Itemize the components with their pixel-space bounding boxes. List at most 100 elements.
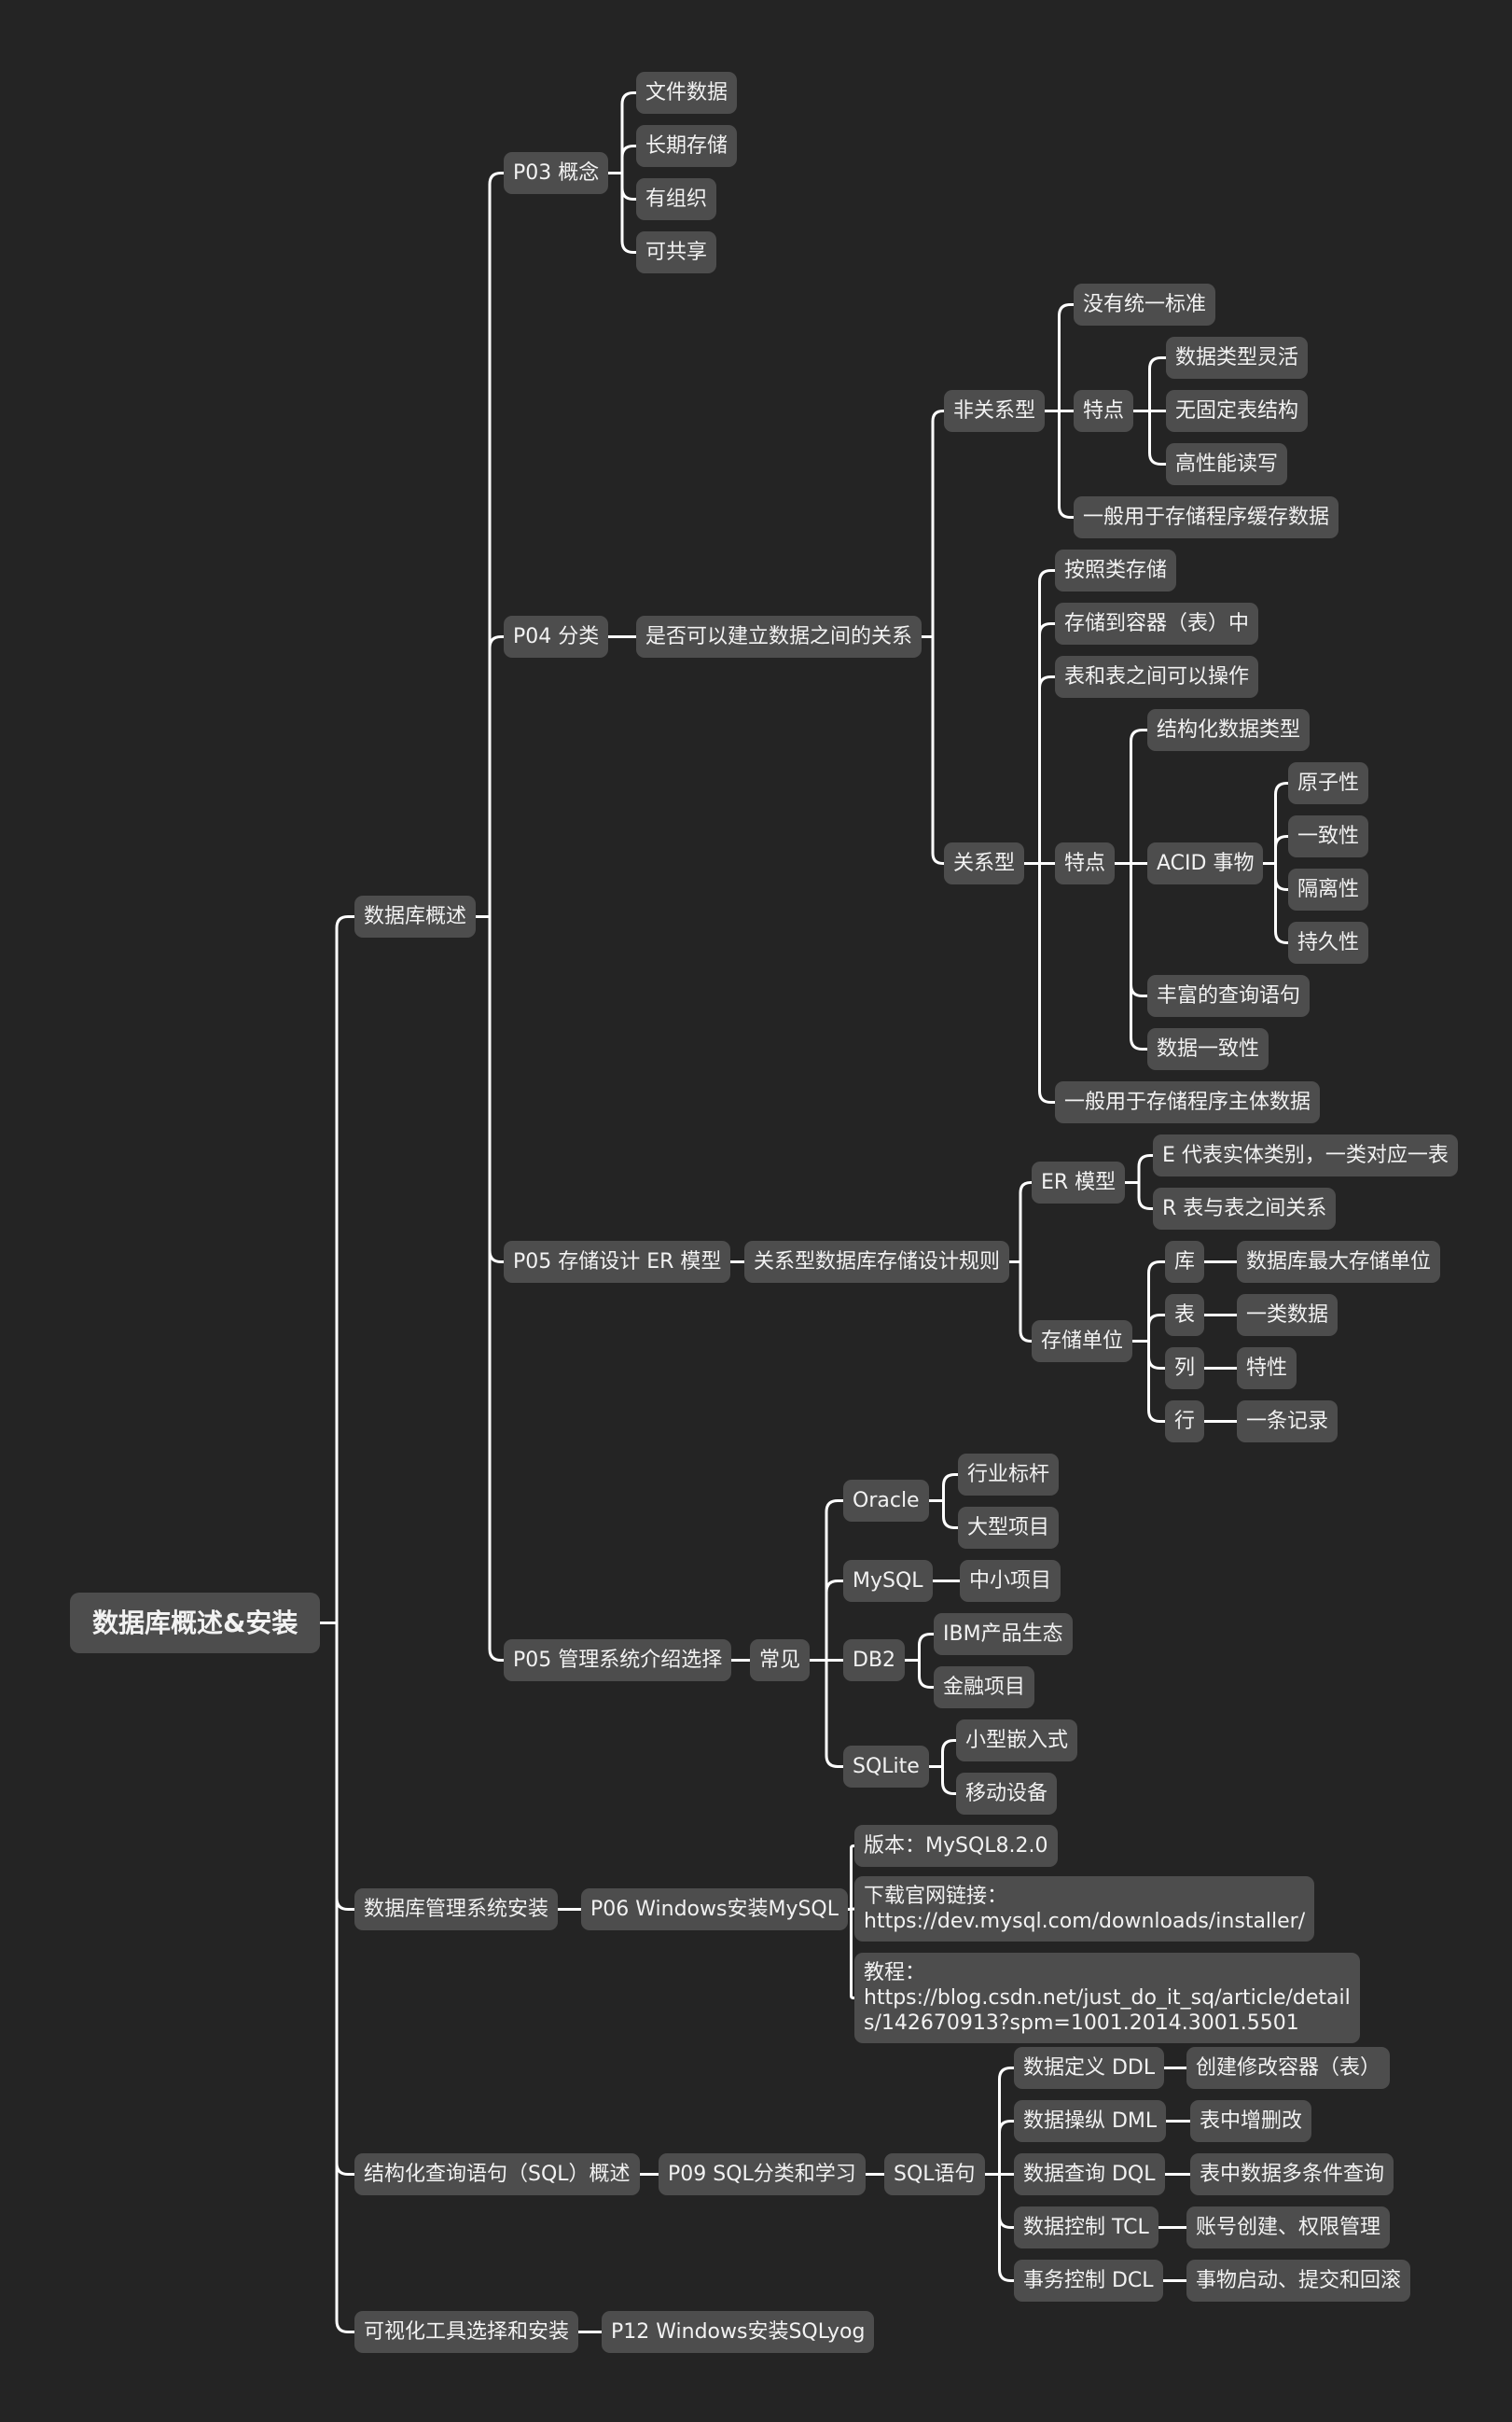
connector-line xyxy=(606,172,638,254)
node-unit-row[interactable]: 行 xyxy=(1165,1400,1205,1442)
leaf-sql-desc[interactable]: 表中增删改 xyxy=(1190,2100,1312,2142)
node-sqlite[interactable]: SQLite xyxy=(843,1746,929,1788)
connector-line xyxy=(318,915,356,1624)
node-oracle[interactable]: Oracle xyxy=(843,1480,929,1522)
leaf-dbms-note[interactable]: IBM产品生态 xyxy=(934,1613,1073,1655)
leaf-acid-property[interactable]: 持久性 xyxy=(1288,922,1369,964)
leaf-relational-item[interactable]: 按照类存储 xyxy=(1055,550,1177,592)
leaf-sql-desc[interactable]: 表中数据多条件查询 xyxy=(1190,2153,1394,2195)
node-db2[interactable]: DB2 xyxy=(843,1639,906,1681)
connector-line xyxy=(903,1659,936,1689)
node-non-relational-features[interactable]: 特点 xyxy=(1074,390,1134,432)
leaf-concept-item[interactable]: 文件数据 xyxy=(636,72,738,114)
connector-line xyxy=(1022,569,1057,865)
connector-line xyxy=(1131,1340,1167,1423)
node-non-relational[interactable]: 非关系型 xyxy=(944,390,1046,432)
leaf-dbms-note[interactable]: 中小项目 xyxy=(960,1560,1061,1602)
leaf-unit-desc[interactable]: 特性 xyxy=(1237,1347,1297,1389)
leaf-concept-item[interactable]: 有组织 xyxy=(636,178,717,220)
node-storage-unit[interactable]: 存储单位 xyxy=(1032,1320,1133,1362)
node-p05-er-model[interactable]: P05 存储设计 ER 模型 xyxy=(504,1241,731,1283)
leaf-er-relation[interactable]: R 表与表之间关系 xyxy=(1153,1188,1337,1230)
node-unit-database[interactable]: 库 xyxy=(1165,1241,1205,1283)
node-p09-sql-categories[interactable]: P09 SQL分类和学习 xyxy=(659,2153,866,2195)
leaf-acid-property[interactable]: 隔离性 xyxy=(1288,869,1369,911)
connector-line xyxy=(474,172,506,918)
leaf-unit-desc[interactable]: 一条记录 xyxy=(1237,1400,1339,1442)
connector-line xyxy=(1043,410,1075,519)
connector-line xyxy=(606,145,638,174)
node-sql-category[interactable]: 数据控制 TCL xyxy=(1014,2206,1158,2248)
node-relation-question[interactable]: 是否可以建立数据之间的关系 xyxy=(636,616,922,658)
leaf-dbms-note[interactable]: 大型项目 xyxy=(958,1507,1060,1549)
connector-line xyxy=(808,1499,845,1662)
leaf-tutorial-link[interactable]: 教程： https://blog.csdn.net/just_do_it_sq/… xyxy=(854,1953,1360,2043)
connector-line xyxy=(983,2173,1016,2282)
leaf-dbms-note[interactable]: 金融项目 xyxy=(934,1666,1035,1708)
leaf-download-link[interactable]: 下载官网链接： https://dev.mysql.com/downloads/… xyxy=(854,1876,1315,1942)
leaf-mysql-version[interactable]: 版本：MySQL8.2.0 xyxy=(854,1825,1058,1867)
connector-line xyxy=(903,1633,936,1662)
connector-line xyxy=(606,91,638,174)
node-storage-design-rules[interactable]: 关系型数据库存储设计规则 xyxy=(744,1241,1010,1283)
leaf-feature[interactable]: 无固定表结构 xyxy=(1166,390,1309,432)
node-p05-dbms-selection[interactable]: P05 管理系统介绍选择 xyxy=(504,1639,732,1681)
leaf-relational-usage[interactable]: 一般用于存储程序主体数据 xyxy=(1055,1081,1321,1123)
connector-line xyxy=(1113,862,1149,1051)
node-p06-install-mysql[interactable]: P06 Windows安装MySQL xyxy=(581,1888,848,1930)
node-common[interactable]: 常见 xyxy=(750,1639,811,1681)
connector-line xyxy=(983,2120,1016,2176)
node-p03-concept[interactable]: P03 概念 xyxy=(504,152,609,194)
branch-sql-overview[interactable]: 结构化查询语句（SQL）概述 xyxy=(354,2153,640,2195)
leaf-acid-property[interactable]: 一致性 xyxy=(1288,815,1369,857)
leaf-dbms-note[interactable]: 行业标杆 xyxy=(958,1454,1060,1496)
leaf-non-relational-item[interactable]: 没有统一标准 xyxy=(1074,284,1216,326)
leaf-unit-desc[interactable]: 一类数据 xyxy=(1237,1294,1339,1336)
leaf-relational-item[interactable]: 表和表之间可以操作 xyxy=(1055,656,1259,698)
leaf-acid-property[interactable]: 原子性 xyxy=(1288,762,1369,804)
node-sql-category[interactable]: 事务控制 DCL xyxy=(1014,2260,1163,2302)
leaf-dbms-note[interactable]: 移动设备 xyxy=(956,1773,1058,1815)
leaf-sql-desc[interactable]: 创建修改容器（表） xyxy=(1186,2047,1391,2089)
node-relational-features[interactable]: 特点 xyxy=(1055,842,1116,884)
node-p12-install-sqlyog[interactable]: P12 Windows安装SQLyog xyxy=(602,2311,875,2353)
leaf-feature[interactable]: 高性能读写 xyxy=(1166,443,1288,485)
node-sql-category[interactable]: 数据定义 DDL xyxy=(1014,2047,1165,2089)
leaf-relational-item[interactable]: 存储到容器（表）中 xyxy=(1055,603,1259,645)
leaf-concept-item[interactable]: 可共享 xyxy=(636,231,717,273)
leaf-unit-desc[interactable]: 数据库最大存储单位 xyxy=(1237,1241,1441,1283)
connector-line xyxy=(1123,1154,1155,1184)
leaf-rich-query[interactable]: 丰富的查询语句 xyxy=(1147,975,1311,1017)
connector-line xyxy=(920,410,946,638)
node-p04-classification[interactable]: P04 分类 xyxy=(504,616,609,658)
connector-line xyxy=(927,1473,960,1502)
branch-dbms-install[interactable]: 数据库管理系统安装 xyxy=(354,1888,559,1930)
connector-line xyxy=(846,1908,856,1999)
node-unit-table[interactable]: 表 xyxy=(1165,1294,1205,1336)
node-sql-category[interactable]: 数据查询 DQL xyxy=(1014,2153,1165,2195)
leaf-non-relational-item[interactable]: 一般用于存储程序缓存数据 xyxy=(1074,496,1339,538)
leaf-feature[interactable]: 数据类型灵活 xyxy=(1166,337,1309,379)
leaf-data-consistency[interactable]: 数据一致性 xyxy=(1147,1028,1269,1070)
leaf-structured-types[interactable]: 结构化数据类型 xyxy=(1147,709,1311,751)
connector-line xyxy=(1123,1181,1155,1210)
node-sql-category[interactable]: 数据操纵 DML xyxy=(1014,2100,1167,2142)
node-er-model[interactable]: ER 模型 xyxy=(1032,1162,1126,1204)
branch-visual-tools[interactable]: 可视化工具选择和安装 xyxy=(354,2311,579,2353)
node-mysql[interactable]: MySQL xyxy=(843,1560,933,1602)
leaf-sql-desc[interactable]: 账号创建、权限管理 xyxy=(1186,2206,1391,2248)
leaf-concept-item[interactable]: 长期存储 xyxy=(636,125,738,167)
leaf-dbms-note[interactable]: 小型嵌入式 xyxy=(956,1719,1078,1761)
node-sql-statements[interactable]: SQL语句 xyxy=(884,2153,985,2195)
root-node[interactable]: 数据库概述&安装 xyxy=(70,1593,321,1653)
leaf-sql-desc[interactable]: 事物启动、提交和回滚 xyxy=(1186,2260,1411,2302)
connector-line xyxy=(927,1765,958,1795)
node-acid[interactable]: ACID 事物 xyxy=(1147,842,1264,884)
node-unit-column[interactable]: 列 xyxy=(1165,1347,1205,1389)
node-relational[interactable]: 关系型 xyxy=(944,842,1025,884)
connector-line xyxy=(1022,862,1057,1104)
connector-line xyxy=(1261,782,1290,865)
branch-database-overview[interactable]: 数据库概述 xyxy=(354,896,477,938)
connector-line xyxy=(846,1844,856,1911)
leaf-er-entity[interactable]: E 代表实体类别，一类对应一表 xyxy=(1153,1134,1458,1176)
